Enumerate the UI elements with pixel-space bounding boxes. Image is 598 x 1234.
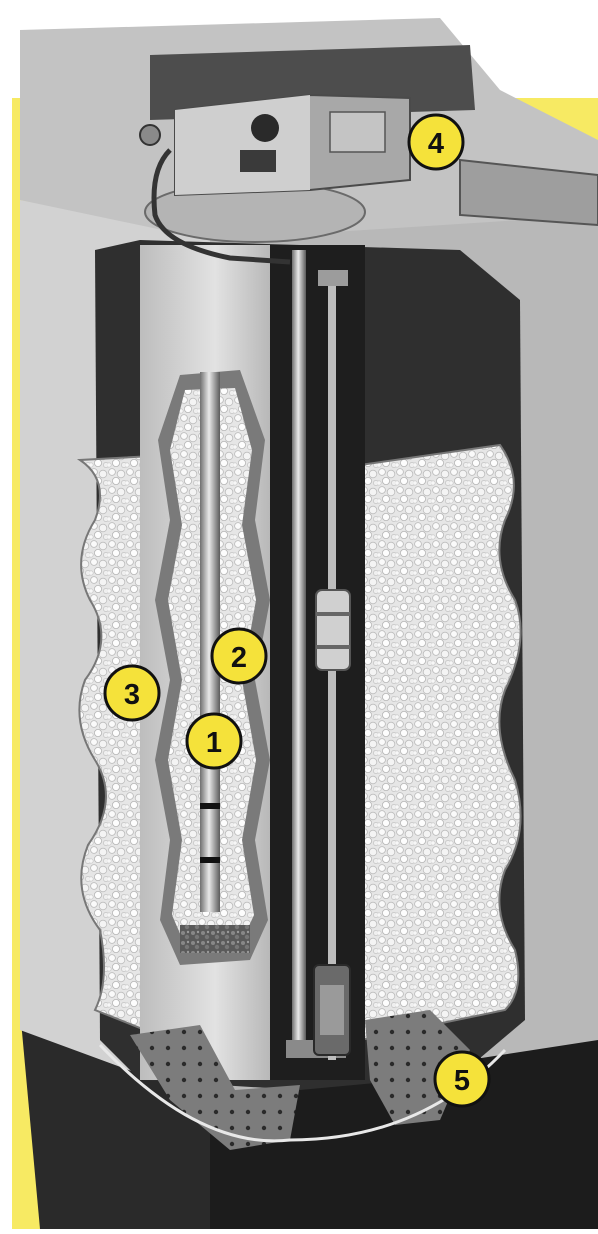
float-rod-top-bracket [318, 270, 348, 286]
control-valve-timer-panel [330, 112, 385, 152]
brine-tube-icon [292, 250, 306, 1050]
callout-4-label: 4 [428, 128, 444, 160]
float-valve-ridge-lower [316, 645, 350, 649]
callout-3: 3 [105, 666, 159, 720]
control-valve-front [175, 95, 310, 195]
callout-1: 1 [187, 714, 241, 768]
float-valve-ridge [316, 612, 350, 616]
callout-4: 4 [409, 115, 463, 169]
control-valve-display [240, 150, 276, 172]
float-valve-icon [316, 590, 350, 670]
inner-tank-gravel [180, 925, 250, 953]
callout-5: 5 [435, 1052, 489, 1106]
inner-tube-band-lower [200, 857, 220, 863]
callout-2-label: 2 [231, 642, 247, 674]
callout-1-label: 1 [206, 727, 222, 759]
strainer-window [320, 985, 344, 1035]
control-valve-knob [140, 125, 160, 145]
control-valve-dial [251, 114, 279, 142]
callout-2: 2 [212, 629, 266, 683]
salt-bed-right [360, 445, 521, 1040]
callout-3-label: 3 [124, 679, 140, 711]
callout-5-label: 5 [454, 1065, 470, 1097]
inner-tube-band-upper [200, 803, 220, 809]
